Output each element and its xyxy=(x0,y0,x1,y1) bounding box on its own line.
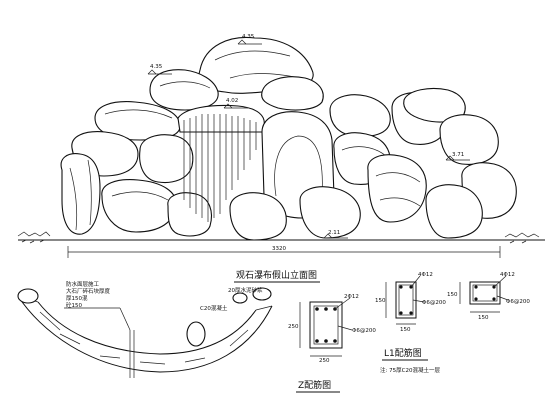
elevation-label: 4.35 xyxy=(242,34,255,40)
elevation-label: 3.71 xyxy=(452,152,464,158)
rock-center-bottom xyxy=(167,192,213,237)
rock-bottom-center xyxy=(229,192,287,241)
elevation-label: 4.35 xyxy=(150,64,163,70)
l2-dim: 150 xyxy=(478,315,489,321)
l2-dim: 150 xyxy=(447,292,458,298)
z-section-box xyxy=(309,301,343,349)
elevation-title: 观石瀑布假山立面图 xyxy=(236,269,317,281)
l2-rebar-detail: 4Φ12 Φ6@200 150 150 xyxy=(447,272,530,321)
boulder-right-2 xyxy=(232,292,248,304)
cave-opening xyxy=(274,135,323,197)
z-dim: 250 xyxy=(288,324,299,330)
section-basin-outer xyxy=(17,295,273,373)
l1-dim: 150 xyxy=(400,327,411,333)
rock-top-right xyxy=(261,76,324,111)
section-notes: 防水面层施工 大石厂碎石块厚度 厚150混 砼150 C20混凝土 20厚水泥砂… xyxy=(64,280,263,331)
l1-rebar-detail: 4Φ12 Φ6@200 150 150 L1配筋图 注: 75厚C20混凝土一层 xyxy=(375,272,446,374)
rock-left-tall xyxy=(60,153,101,235)
section-note: C20混凝土 xyxy=(200,304,228,312)
section-note: 防水面层施工 xyxy=(66,280,100,288)
rock-right-upper xyxy=(329,94,391,138)
z-label: 2Φ12 xyxy=(344,294,359,300)
l2-label: Φ6@200 xyxy=(506,299,530,305)
z-title: Z配筋图 xyxy=(298,379,331,391)
l1-label: Φ6@200 xyxy=(422,300,446,306)
rock-far-right-mid xyxy=(439,114,499,165)
section-basin-inner xyxy=(37,301,257,355)
rock-left-lower xyxy=(101,179,177,233)
rock-center-left xyxy=(139,134,194,184)
section-note: 砼150 xyxy=(66,301,82,309)
boulder-right xyxy=(252,287,272,301)
l1-section-box xyxy=(395,281,417,319)
rock-right-base xyxy=(367,154,427,223)
boulder-left xyxy=(17,288,39,304)
ground-hatch-right xyxy=(504,232,540,244)
width-label: 3320 xyxy=(272,246,286,252)
elevation-label: 4.02 xyxy=(226,98,238,104)
section-note: 厚150混 xyxy=(66,294,88,302)
width-dimension: 3320 xyxy=(67,246,501,258)
l1-dim: 150 xyxy=(375,298,386,304)
rock-bottom-right xyxy=(425,184,483,239)
l1-title: L1配筋图 xyxy=(384,347,422,359)
section-note: 大石厂碎石块厚度 xyxy=(66,287,111,295)
rock-bottom-mid xyxy=(299,186,361,239)
rockery-elevation: 4.35 4.35 4.02 3.71 2.11 3320 观石瀑布假山立面图 xyxy=(17,34,545,283)
rock-top-left xyxy=(149,69,219,111)
l1-note: 注: 75厚C20混凝土一层 xyxy=(380,366,440,374)
rock-far-right-top xyxy=(403,87,466,123)
section-note: 20厚水泥砂浆 xyxy=(228,286,263,294)
pond-section: 防水面层施工 大石厂碎石块厚度 厚150混 砼150 C20混凝土 20厚水泥砂… xyxy=(17,280,273,378)
l1-label: 4Φ12 xyxy=(418,272,433,278)
l2-section-box xyxy=(469,281,501,305)
z-dim: 250 xyxy=(319,358,330,364)
elevation-label: 2.11 xyxy=(328,230,340,236)
ground-hatch-left xyxy=(17,231,51,244)
boulder-center xyxy=(186,321,206,347)
elevation-marks: 4.35 4.35 4.02 3.71 2.11 xyxy=(147,34,470,239)
l2-label: 4Φ12 xyxy=(500,272,515,278)
waterfall xyxy=(177,105,265,222)
z-rebar-detail: 2Φ12 Φ6@200 250 250 Z配筋图 xyxy=(288,294,376,393)
z-label: Φ6@200 xyxy=(352,328,376,334)
